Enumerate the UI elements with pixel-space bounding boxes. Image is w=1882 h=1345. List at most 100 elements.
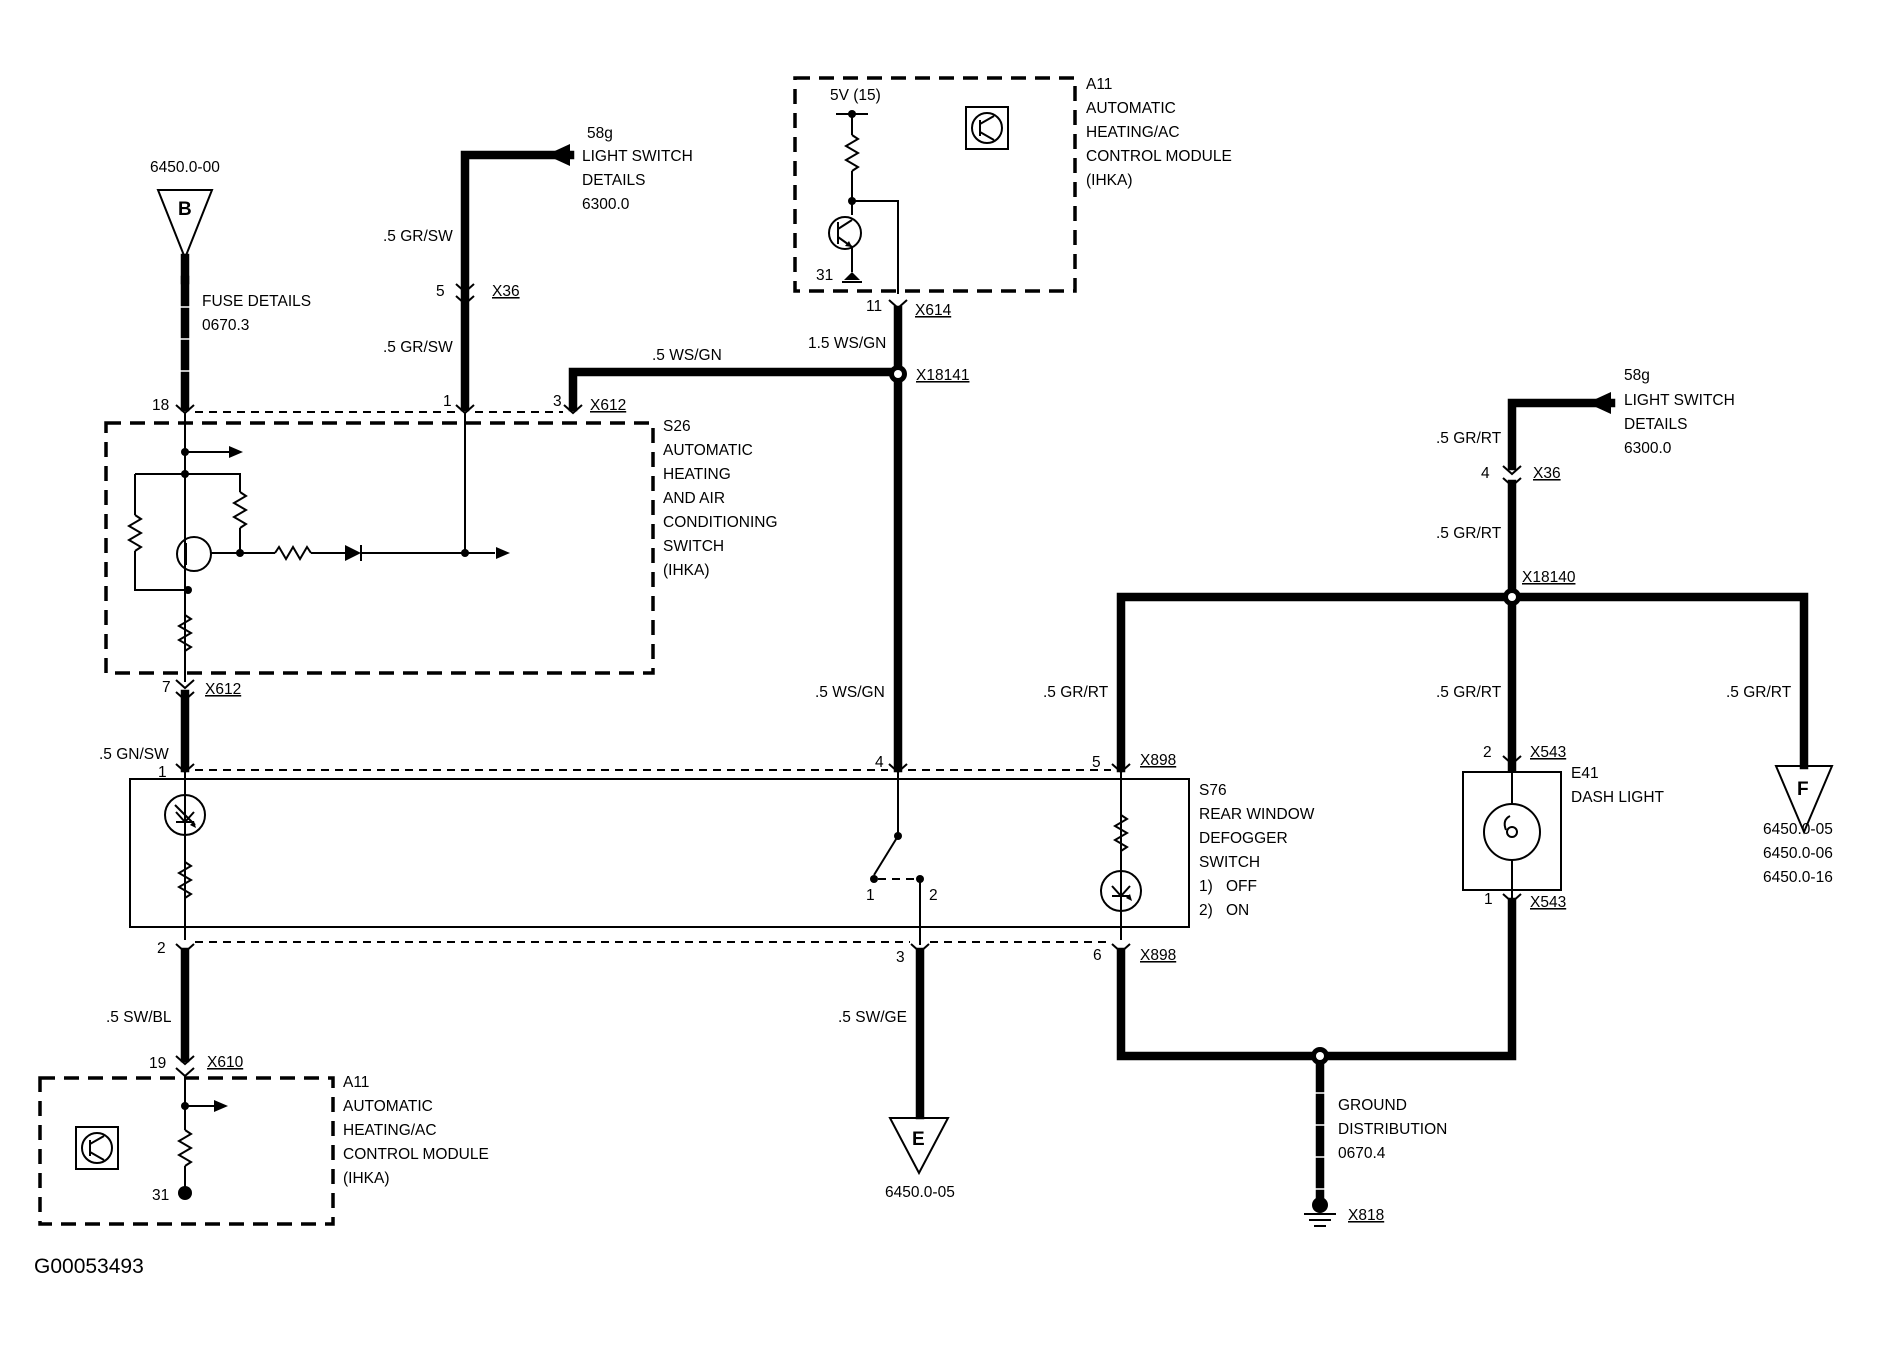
module-top-ground-pin: 31: [816, 267, 833, 284]
connector-b-ref: 6450.0-00: [150, 159, 220, 176]
wire-gr-rt-bus: [1116, 592, 1809, 773]
connector-x18140: X18140: [1522, 569, 1576, 586]
s26-line3: AND AIR: [663, 490, 725, 507]
connector-x898-bottom: X898: [1140, 947, 1176, 964]
module-top-line1: AUTOMATIC: [1086, 100, 1176, 117]
module-bottom-line1: AUTOMATIC: [343, 1098, 433, 1115]
light-switch-right-ref: 6300.0: [1624, 440, 1672, 457]
module-top-voltage: 5V (15): [830, 87, 881, 104]
connector-x36-left: X36: [492, 283, 520, 300]
wire-label-gr-rt-top: .5 GR/RT: [1436, 430, 1502, 447]
ground-point-x818: X818: [1348, 1207, 1384, 1224]
wire-label-ws-gn-top: .5 WS/GN: [652, 347, 722, 364]
dash-light-e41: E41 DASH LIGHT: [1462, 764, 1665, 898]
switch-pin-2: 2: [929, 887, 938, 904]
light-switch-right-line2: DETAILS: [1624, 416, 1687, 433]
wire-gr-rt-top: [1507, 398, 1616, 471]
pin-2-x543: 2: [1483, 744, 1492, 761]
wire-label-gr-rt-left: .5 GR/RT: [1043, 684, 1109, 701]
wire-gr-sw: [460, 150, 575, 412]
pin-3-s26: 3: [553, 393, 562, 410]
module-bottom-line3: CONTROL MODULE: [343, 1146, 489, 1163]
connector-x610: X610: [207, 1054, 244, 1071]
module-bottom-line2: HEATING/AC: [343, 1122, 437, 1139]
e41-id: E41: [1571, 765, 1599, 782]
connector-x543-top: X543: [1530, 744, 1566, 761]
connector-x543-bottom: X543: [1530, 894, 1566, 911]
module-top-line4: (IHKA): [1086, 172, 1133, 189]
light-switch-right-code: 58g: [1624, 367, 1650, 384]
s26-line4: CONDITIONING: [663, 514, 778, 531]
wire-label-gr-rt-right: .5 GR/RT: [1726, 684, 1792, 701]
switch-s76: 1 2 S76 REAR WINDOW DEFOGGER SWITCH 1) O…: [129, 772, 1315, 945]
wire-label-gr-sw-top: .5 GR/SW: [383, 228, 453, 245]
wire-label-gr-rt-mid: .5 GR/RT: [1436, 525, 1502, 542]
wire-label-gr-rt-center: .5 GR/RT: [1436, 684, 1502, 701]
module-bottom-id: A11: [343, 1074, 369, 1091]
wire-label-ws-gn-mid: .5 WS/GN: [815, 684, 885, 701]
pin-3-s76: 3: [896, 949, 905, 966]
connector-x18141: X18141: [916, 367, 969, 384]
wire-ground-loop: [1116, 897, 1517, 1061]
pin-19-x610: 19: [149, 1055, 166, 1072]
ground-icon: [1304, 1197, 1336, 1227]
s76-line3: SWITCH: [1199, 854, 1260, 871]
wire-label-gr-sw-bottom: .5 GR/SW: [383, 339, 453, 356]
module-top-id: A11: [1086, 76, 1112, 93]
ihka-module-icon-bottom: [75, 1126, 119, 1170]
wire-label-sw-bl: .5 SW/BL: [106, 1009, 172, 1026]
ihka-module-icon-top: [965, 106, 1009, 150]
ground-line3: 0670.4: [1338, 1145, 1386, 1162]
s26-line5: SWITCH: [663, 538, 724, 555]
s26-line2: HEATING: [663, 466, 731, 483]
pin-4-s76: 4: [875, 754, 884, 771]
module-top-line2: HEATING/AC: [1086, 124, 1180, 141]
pin-1-s76: 1: [158, 764, 167, 781]
pin-1-x543: 1: [1484, 891, 1493, 908]
light-switch-left-code: 58g: [587, 125, 613, 142]
s76-id: S76: [1199, 782, 1227, 799]
connector-f-ref-3: 6450.0-16: [1763, 869, 1833, 886]
light-switch-left-line1: LIGHT SWITCH: [582, 148, 693, 165]
connector-e-ref: 6450.0-05: [885, 1184, 955, 1201]
switch-pin-1: 1: [866, 887, 875, 904]
light-switch-left-line2: DETAILS: [582, 172, 645, 189]
s26-line6: (IHKA): [663, 562, 710, 579]
module-bottom-ground-pin: 31: [152, 1187, 169, 1204]
switch-s26: S26 AUTOMATIC HEATING AND AIR CONDITIONI…: [104, 413, 778, 682]
s26-id: S26: [663, 418, 691, 435]
pin-18: 18: [152, 397, 169, 414]
connector-f-ref-1: 6450.0-05: [1763, 821, 1833, 838]
light-switch-right-line1: LIGHT SWITCH: [1624, 392, 1735, 409]
wire-label-sw-ge: .5 SW/GE: [838, 1009, 907, 1026]
s76-state1-num: 1): [1199, 878, 1213, 895]
module-a11-top: 5V (15) 31 A11 AUTOMATIC HEATING/AC CONT…: [793, 76, 1232, 294]
figure-id: G00053493: [34, 1255, 144, 1278]
module-top-line3: CONTROL MODULE: [1086, 148, 1232, 165]
s76-line1: REAR WINDOW: [1199, 806, 1315, 823]
wire-ws-gn-top: [568, 367, 902, 412]
pin-11-x614: 11: [866, 298, 882, 315]
pin-7-s26: 7: [162, 679, 171, 696]
ground-line2: DISTRIBUTION: [1338, 1121, 1447, 1138]
fuse-ref: 0670.3: [202, 317, 249, 334]
s76-state2-num: 2): [1199, 902, 1213, 919]
connector-e: E 6450.0-05: [885, 1117, 955, 1201]
s76-state1-label: OFF: [1226, 878, 1257, 895]
fuse-label: FUSE DETAILS: [202, 293, 311, 310]
s26-line1: AUTOMATIC: [663, 442, 753, 459]
connector-x614: X614: [915, 302, 952, 319]
wire-label-ws-gn-15: 1.5 WS/GN: [808, 335, 886, 352]
connector-x36-right: X36: [1533, 465, 1561, 482]
pin-5-x36: 5: [436, 283, 445, 300]
connector-b: 6450.0-00 B: [150, 159, 220, 261]
pin-5-s76: 5: [1092, 754, 1101, 771]
pin-4-x36: 4: [1481, 465, 1490, 482]
connector-f-symbol: F: [1797, 779, 1809, 800]
s76-line2: DEFOGGER: [1199, 830, 1288, 847]
connector-b-symbol: B: [178, 199, 192, 220]
connector-x612-bottom: X612: [205, 681, 241, 698]
pin-1-s26: 1: [443, 393, 452, 410]
pin-2-s76: 2: [157, 940, 166, 957]
